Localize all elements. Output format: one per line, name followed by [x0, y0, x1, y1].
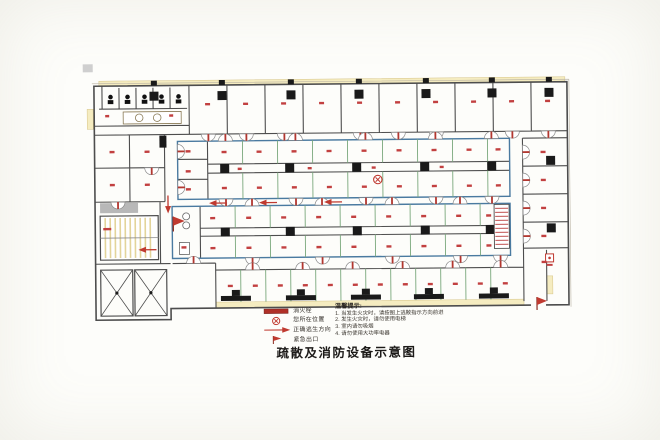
green-partitions	[234, 138, 492, 302]
elevators	[100, 268, 168, 317]
legend-item-location: 您所在位置	[262, 315, 357, 326]
current-location-icon	[272, 316, 281, 326]
legend-label: 消火栓	[293, 307, 312, 315]
legend: 消火栓 您所在位置 正确逃生方向	[262, 306, 357, 345]
legend-item-hydrant: 消火栓	[262, 306, 357, 317]
fire-hydrant-bar-icon	[263, 308, 289, 315]
legend-label: 您所在位置	[293, 317, 325, 324]
toilet-fixtures	[107, 94, 182, 105]
pantry-fixtures	[178, 212, 191, 255]
staircase-left	[99, 215, 160, 261]
doors	[110, 129, 557, 271]
notice-line: 4. 请勿使用大功率电器	[335, 330, 390, 338]
walls	[93, 80, 570, 322]
notice-block: 温馨提示: 1. 当发生火灾时，请按图上逃散指示方向前进 2. 发生火灾时，请勿…	[335, 302, 485, 339]
room-number-marks	[103, 99, 551, 288]
plan-title: 疏散及消防设备示意图	[276, 344, 417, 361]
legend-label: 正确逃生方向	[293, 326, 332, 334]
exit-opening	[530, 301, 547, 309]
photo-artifact	[82, 64, 93, 73]
evacuation-arrows	[137, 194, 343, 254]
perimeter-t-columns	[220, 287, 509, 302]
legend-item-exit: 紧急出口	[262, 335, 357, 346]
current-location-marker	[373, 174, 383, 185]
wash-basins	[122, 111, 182, 125]
legend-item-direction: 正确逃生方向	[262, 325, 357, 336]
escalator-shaft	[493, 203, 510, 249]
structural-columns	[149, 76, 556, 237]
escape-direction-arrow-icon	[264, 327, 291, 334]
emergency-exit-flag-icon	[272, 336, 282, 345]
fire-hydrant-cabinet	[545, 253, 555, 266]
